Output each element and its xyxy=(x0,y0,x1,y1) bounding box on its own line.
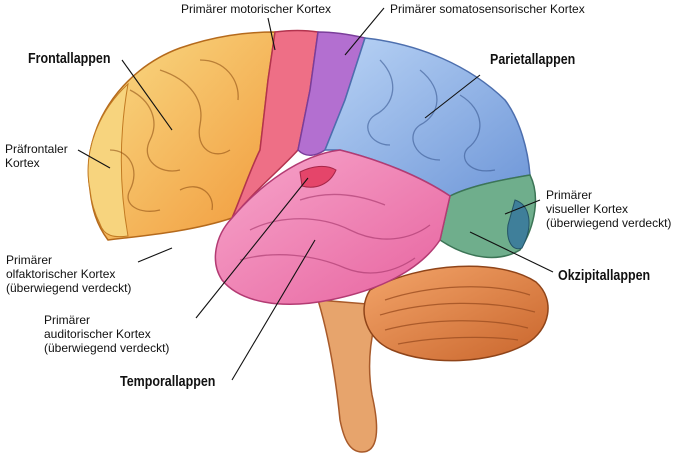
label-motor-cortex: Primärer motorischer Kortex xyxy=(181,2,332,16)
label-parietal-lobe: Parietallappen xyxy=(490,52,576,68)
motor-cortex xyxy=(231,29,319,219)
label-prefrontal-cortex: Präfrontaler Kortex xyxy=(5,142,68,170)
brainstem xyxy=(316,299,382,453)
label-somatosensory-cortex: Primärer somatosensorischer Kortex xyxy=(390,2,585,16)
temporal-lobe xyxy=(214,149,451,305)
label-occipital-lobe: Okzipitallappen xyxy=(558,268,651,284)
cerebellum xyxy=(363,265,549,362)
visual-cortex xyxy=(507,199,530,250)
leader-lines xyxy=(77,7,554,381)
cerebellum-folia xyxy=(379,286,536,345)
auditory-cortex xyxy=(299,165,337,188)
label-frontal-lobe: Frontallappen xyxy=(28,51,111,67)
label-auditory-cortex: Primärer auditorischer Kortex (überwiege… xyxy=(44,313,170,355)
label-temporal-lobe: Temporallappen xyxy=(120,374,216,390)
label-olfactory-cortex: Primärer olfaktorischer Kortex (überwieg… xyxy=(6,253,132,295)
prefrontal-area xyxy=(87,82,129,238)
label-visual-cortex: Primärer visueller Kortex (überwiegend v… xyxy=(546,188,672,230)
